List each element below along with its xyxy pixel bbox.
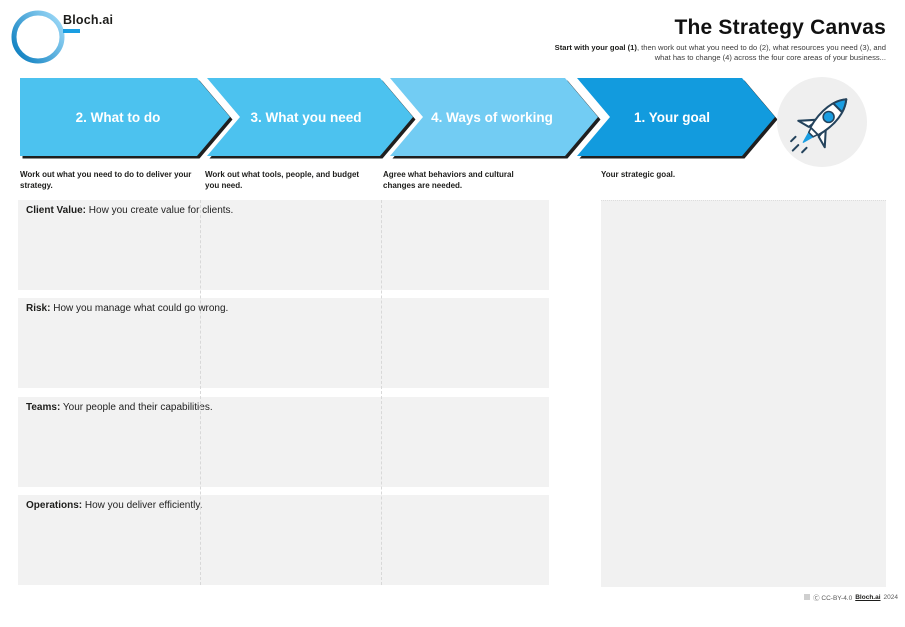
- license-text: Ⓒ CC-BY-4.0: [813, 595, 853, 602]
- footer-license: Ⓒ CC-BY-4.0 Bloch.ai 2024: [804, 592, 898, 602]
- arrow-shape: [20, 78, 230, 156]
- row-label: Risk:: [26, 303, 51, 314]
- arrow-label: 4. Ways of working: [431, 110, 553, 125]
- row-description: How you deliver efficiently.: [82, 500, 203, 511]
- rocket-badge: [777, 77, 867, 167]
- license-year: 2024: [883, 593, 898, 601]
- row-risk-field[interactable]: Risk: How you manage what could go wrong…: [18, 298, 549, 388]
- arrow-label: 2. What to do: [76, 110, 161, 125]
- page-title: The Strategy Canvas: [674, 16, 886, 39]
- brand-link[interactable]: Bloch.ai: [855, 593, 881, 601]
- subtitle-rest: , then work out what you need to do (2),…: [636, 43, 886, 52]
- process-arrow-band: 2. What to do 3. What you need 4. Ways o…: [0, 78, 905, 162]
- arrow-shape: [577, 78, 775, 156]
- arrow-step-what-you-need: 3. What you need: [207, 78, 413, 156]
- row-operations-field[interactable]: Operations: How you deliver efficiently.: [18, 495, 549, 585]
- strategic-goal-field[interactable]: [601, 200, 886, 587]
- arrow-step-your-goal: 1. Your goal: [577, 78, 775, 156]
- logo-wordmark: Bloch.ai: [63, 13, 114, 27]
- row-description: Your people and their capabilities.: [60, 402, 213, 413]
- arrow-label: 3. What you need: [250, 110, 361, 125]
- arrow-label: 1. Your goal: [634, 110, 710, 125]
- bloch-logo-icon: [8, 7, 68, 67]
- column-divider: [381, 200, 382, 585]
- row-client-value-field[interactable]: Client Value: How you create value for c…: [18, 200, 549, 290]
- column-desc-your-goal: Your strategic goal.: [601, 170, 676, 179]
- row-label: Teams:: [26, 402, 61, 413]
- subtitle-bold: Start with your goal (1): [554, 43, 637, 52]
- column-desc-ways-of-working: Agree what behaviors and cultural change…: [383, 170, 514, 190]
- row-description: How you create value for clients.: [86, 205, 234, 216]
- column-desc-what-to-do: Work out what you need to do to deliver …: [20, 170, 192, 190]
- row-label: Operations:: [26, 500, 83, 511]
- rocket-icon: [790, 98, 848, 154]
- cc-license-icon: [804, 594, 811, 600]
- row-description: How you manage what could go wrong.: [50, 303, 229, 314]
- subtitle-line2: what has to change (4) across the four c…: [654, 53, 886, 62]
- logo-underline: [63, 29, 80, 33]
- column-divider: [200, 200, 201, 585]
- arrow-step-ways-of-working: 4. Ways of working: [390, 78, 598, 156]
- page-subtitle: Start with your goal (1), then work out …: [526, 43, 886, 63]
- column-desc-what-you-need: Work out what tools, people, and budget …: [205, 170, 360, 190]
- arrow-step-what-to-do: 2. What to do: [20, 78, 230, 156]
- logo-ring-icon: [11, 10, 65, 64]
- arrow-shape: [207, 78, 413, 156]
- row-label: Client Value:: [26, 205, 87, 216]
- row-teams-field[interactable]: Teams: Your people and their capabilitie…: [18, 397, 549, 487]
- arrow-shape: [390, 78, 598, 156]
